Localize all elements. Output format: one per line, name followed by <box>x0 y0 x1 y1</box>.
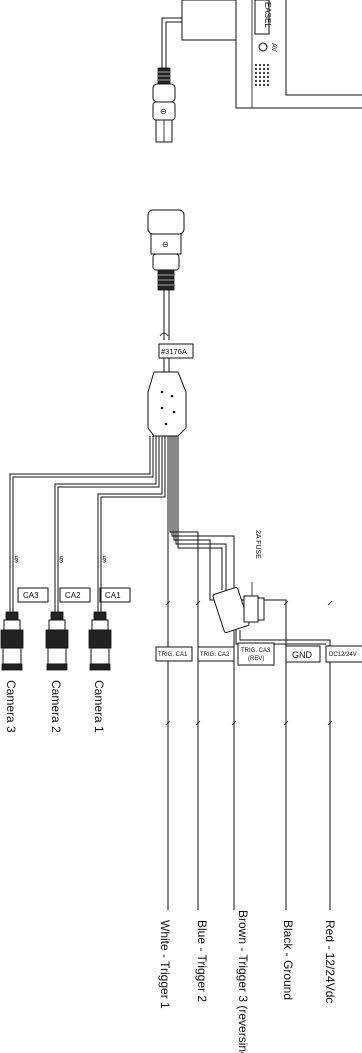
svg-text:§: § <box>59 555 63 564</box>
trig-ca2-text: TRIG. CA2 <box>200 652 230 658</box>
camera-tag-ca3-text: CA3 <box>23 591 39 600</box>
dc-text: DC12/24V <box>329 652 357 658</box>
svg-text:⊖: ⊖ <box>162 240 169 249</box>
part-number-tag <box>158 343 194 359</box>
trig-ca3-tag <box>237 642 275 666</box>
camera-tag-ca2-text: CA2 <box>65 591 81 600</box>
fuse-holder <box>212 586 265 634</box>
trig-ca2-tag <box>197 646 235 662</box>
monitor: EASEL AV ⊖ <box>152 0 362 143</box>
svg-text:§: § <box>14 555 18 564</box>
trig-ca1-tag <box>155 646 193 662</box>
trig-ca3-rev-text: (REV) <box>248 656 264 662</box>
trig-ca3-text: TRIG. CA3 <box>241 648 271 654</box>
camera-tag-ca1-text: CA1 <box>105 591 121 600</box>
camera-tag-ca2 <box>59 587 91 603</box>
fuse-label: 2A FUSE <box>254 530 261 559</box>
camera-wires: § § § <box>9 436 166 580</box>
trig-ca1-text: TRIG. CA1 <box>158 652 188 658</box>
camera-tag-ca1 <box>99 587 131 603</box>
red-12-24vdc-label: Red - 12/24Vdc <box>323 920 337 1003</box>
camera-1-connector <box>88 611 112 671</box>
gnd-text: GND <box>292 650 313 660</box>
camera-3-label: Camera 3 <box>4 680 18 733</box>
white-trigger-1-label: White - Trigger 1 <box>158 920 172 1009</box>
brown-trigger-3-label: Brown - Trigger 3 (reversing) <box>236 910 250 1053</box>
camera-2-label: Camera 2 <box>49 680 63 733</box>
camera-3-connector <box>0 611 24 671</box>
av-label: AV <box>270 43 277 52</box>
camera-2-connector <box>45 611 69 671</box>
harness-splitter <box>147 371 187 437</box>
blue-trigger-2-label: Blue - Trigger 2 <box>195 920 209 1002</box>
speaker-grille <box>255 64 269 86</box>
av-button[interactable] <box>258 42 268 52</box>
harness-connector: ⊖ <box>147 209 185 291</box>
black-ground-label: Black - Ground <box>281 920 295 1000</box>
camera-1-label: Camera 1 <box>92 680 106 733</box>
svg-text:§: § <box>102 555 106 564</box>
monitor-cable-box <box>181 0 237 41</box>
easel-label: EASEL <box>263 2 272 28</box>
camera-tag-ca3 <box>17 587 49 603</box>
gnd-tag <box>285 645 321 663</box>
power-trigger-wires <box>165 436 333 910</box>
dc-tag <box>325 645 362 663</box>
monitor-lead-connector: ⊖ <box>152 67 176 143</box>
part-number: #3176A <box>161 347 187 356</box>
svg-text:⊖: ⊖ <box>160 107 167 116</box>
